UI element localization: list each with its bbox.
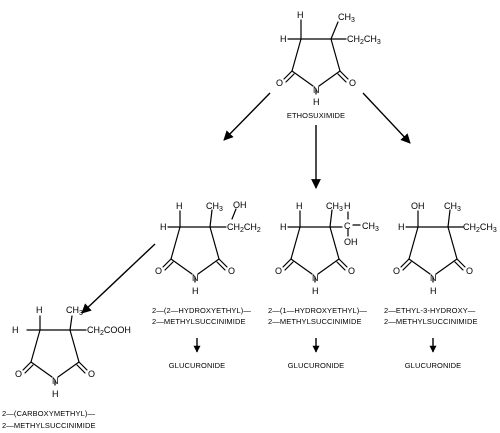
atom-ethyl: CH2CH3 <box>463 222 497 234</box>
atom-h: H <box>280 222 287 232</box>
label-ethosuximide: ETHOSUXIMIDE <box>287 111 345 120</box>
atom-oh: OH <box>344 237 358 247</box>
label-hydroxyethyl1-line1: 2—(1—HYDROXYETHYL)— <box>268 306 367 315</box>
atom-h: H <box>430 286 437 296</box>
label-glucuronide-c: GLUCURONIDE <box>405 361 462 370</box>
atom-o: O <box>466 266 473 276</box>
atom-ch3: CH3 <box>326 201 343 213</box>
atom-h: H <box>12 325 19 335</box>
atom-h: H <box>160 222 167 232</box>
arrow-right <box>362 92 411 144</box>
atom-ch3: CH3 <box>338 12 355 24</box>
label-ethylhydroxy-line2: 2—METHYLSUCCINIMIDE <box>384 317 478 326</box>
label-glucuronide-b: GLUCURONIDE <box>288 361 345 370</box>
label-carboxymethyl-line2: 2—METHYLSUCCINIMIDE <box>2 421 96 430</box>
ethylhydroxy-structure: OH H CH3 CH2CH3 O O N H <box>393 201 497 296</box>
atom-h: H <box>176 201 183 211</box>
atom-o: O <box>276 78 283 88</box>
atom-ch3: CH3 <box>66 305 83 317</box>
atom-h: H <box>398 222 405 232</box>
atom-n: N <box>313 85 320 95</box>
atom-h: H <box>344 201 351 211</box>
atom-o: O <box>88 369 95 379</box>
atom-n: N <box>192 273 199 283</box>
atom-oh: OH <box>411 201 425 211</box>
label-glucuronide-a: GLUCURONIDE <box>169 361 226 370</box>
hydroxyethyl-1-structure: H H CH3 H C CH3 OH O O N H <box>275 201 379 296</box>
atom-h: H <box>312 286 319 296</box>
carboxymethyl-structure: H H CH3 CH2COOH O O N H <box>12 305 131 399</box>
arrow-to-carboxymethyl <box>81 243 156 314</box>
label-carboxymethyl-line1: 2—(CARBOXYMETHYL)— <box>2 409 95 418</box>
atom-ch3: CH3 <box>444 201 461 213</box>
atom-h: H <box>313 97 320 107</box>
atom-h: H <box>280 34 287 44</box>
label-hydroxyethyl2-line1: 2—(2—HYDROXYETHYL)— <box>152 306 251 315</box>
atom-n: N <box>430 273 437 283</box>
atom-h: H <box>296 201 303 211</box>
atom-h: H <box>36 305 43 315</box>
arrow-left <box>223 92 271 141</box>
atom-ch3: CH3 <box>362 221 379 233</box>
label-ethylhydroxy-line1: 2—ETHYL-3-HYDROXY— <box>384 306 476 315</box>
atom-o: O <box>228 266 235 276</box>
atom-o: O <box>393 266 400 276</box>
atom-n: N <box>312 273 319 283</box>
atom-o: O <box>275 266 282 276</box>
atom-ch3: CH3 <box>206 201 223 213</box>
atom-o: O <box>348 266 355 276</box>
ethosuximide-structure: H H CH3 CH2CH3 O O N H <box>276 10 381 107</box>
hydroxyethyl-2-structure: H H CH3 CH2CH2 OH O O N H <box>155 200 261 296</box>
atom-o: O <box>349 78 356 88</box>
atom-h: H <box>192 286 199 296</box>
atom-ch2: CH2CH2 <box>227 222 261 234</box>
atom-ch2cooh: CH2COOH <box>87 325 131 337</box>
atom-o: O <box>155 266 162 276</box>
atom-c: C <box>344 221 351 231</box>
atom-h: H <box>52 389 59 399</box>
label-hydroxyethyl1-line2: 2—METHYLSUCCINIMIDE <box>268 317 362 326</box>
label-hydroxyethyl2-line2: 2—METHYLSUCCINIMIDE <box>152 317 246 326</box>
atom-o: O <box>15 369 22 379</box>
atom-ethyl: CH2CH3 <box>347 34 381 46</box>
atom-h: H <box>297 10 304 20</box>
atom-n: N <box>52 376 59 386</box>
atom-oh: OH <box>233 200 247 210</box>
